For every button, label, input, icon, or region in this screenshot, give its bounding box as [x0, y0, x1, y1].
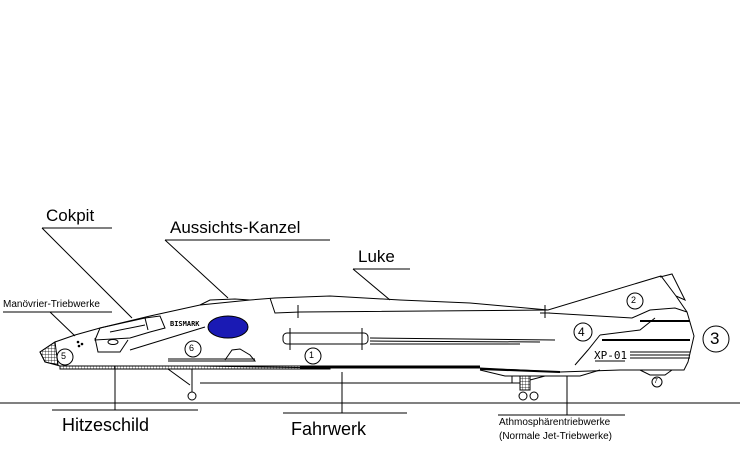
ship-name: BISMARK [170, 320, 200, 328]
cockpit-canopy [94, 315, 166, 341]
marker-6: 6 [189, 343, 195, 353]
leader-lines [3, 227, 625, 416]
label-maneuver-thrusters: Manövrier-Triebwerke [3, 299, 100, 310]
heat-shield-nose [39, 341, 59, 366]
atmo-engine-nacelle [479, 369, 601, 377]
hatch-pod [282, 332, 369, 345]
label-heat-shield: Hitzeschild [62, 415, 150, 435]
marker-7: 7 [654, 378, 658, 385]
ship-designation: XP-01 [594, 349, 628, 362]
heat-shield-strip [59, 365, 331, 370]
marker-1: 1 [309, 350, 315, 360]
marker-3: 3 [710, 329, 720, 348]
label-hatch: Luke [358, 247, 395, 266]
marker-4: 4 [578, 325, 585, 339]
ship-emblem [207, 315, 249, 339]
observation-canopy [199, 298, 251, 306]
marker-5: 5 [61, 351, 67, 361]
label-atmo-engines: Athmosphärentriebwerke [499, 417, 611, 428]
rear-landing-gear [518, 375, 546, 401]
label-atmo-engines-note: (Normale Jet-Triebwerke) [499, 431, 612, 442]
front-landing-gear [167, 368, 197, 401]
label-landing-gear: Fahrwerk [291, 419, 367, 439]
label-cockpit: Cokpit [46, 206, 95, 225]
label-observation-canopy: Aussichts-Kanzel [170, 218, 301, 237]
wing [168, 348, 257, 362]
marker-2: 2 [631, 295, 637, 305]
